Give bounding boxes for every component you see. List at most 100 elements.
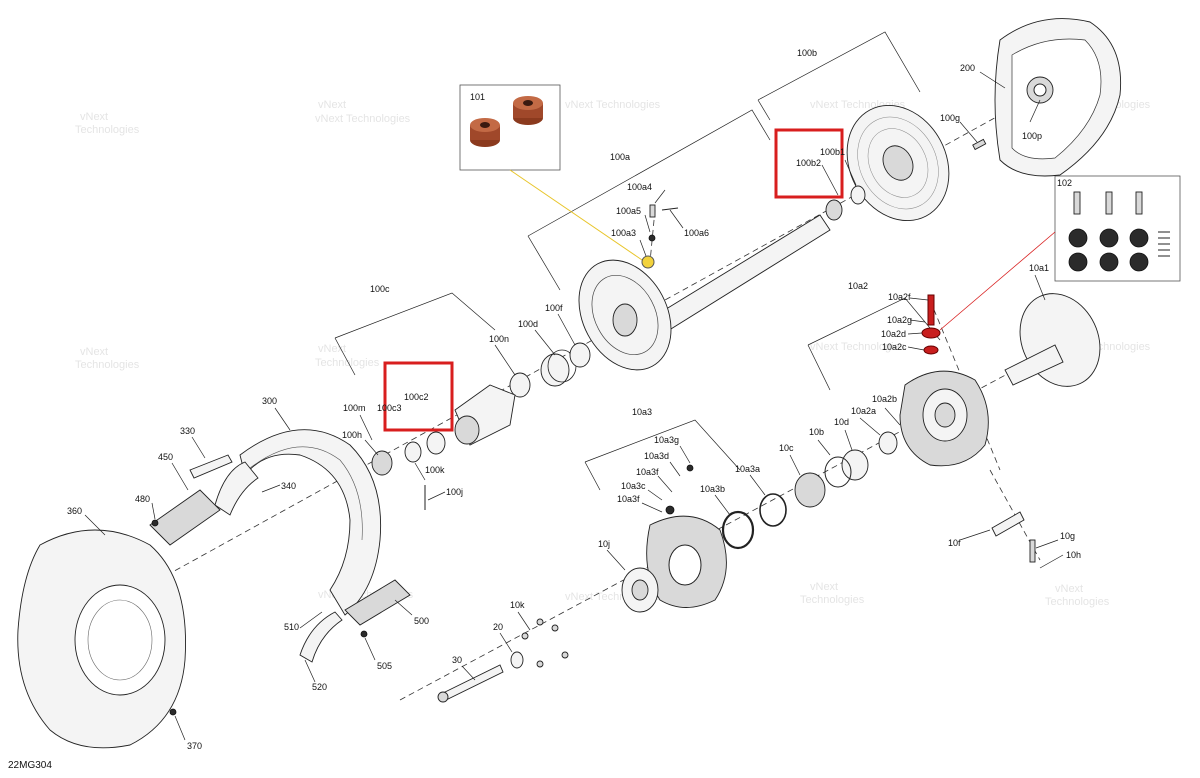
callout-510: 510 — [284, 622, 299, 632]
document-code: 22MG304 — [8, 760, 52, 771]
screw-10k — [561, 651, 569, 659]
leader — [789, 454, 801, 476]
part-10-springs — [721, 449, 869, 550]
callout-101: 101 — [470, 92, 485, 102]
callout-10a2c: 10a2c — [882, 342, 907, 352]
part-100g-pin — [972, 138, 987, 151]
callout-360: 360 — [67, 506, 82, 516]
spacer-bore — [523, 100, 533, 106]
bracket-10a2 — [807, 297, 941, 346]
callout-10a3: 10a3 — [632, 407, 652, 417]
callout-520: 520 — [312, 682, 327, 692]
part-450-bracket — [149, 454, 233, 546]
leader — [641, 502, 663, 513]
callout-10j: 10j — [598, 539, 610, 549]
leader — [909, 319, 926, 323]
bushing-100b2 — [825, 199, 843, 221]
flange-bore — [631, 579, 649, 601]
callout-100a5: 100a5 — [616, 206, 641, 216]
leader — [817, 439, 831, 456]
washer-100n — [509, 372, 531, 398]
leader — [171, 462, 189, 491]
callout-100f: 100f — [545, 303, 563, 313]
watermark: vNext — [80, 111, 108, 123]
inset-102-leader — [939, 231, 1056, 331]
screw-10a3g — [686, 464, 694, 472]
washer-10a2c — [923, 345, 939, 355]
leader — [174, 715, 186, 741]
watermark: vNext Technologies — [315, 113, 411, 125]
callout-100c3: 100c3 — [377, 403, 402, 413]
callout-10a3d: 10a3d — [644, 451, 669, 461]
highlight-box-100b2 — [774, 128, 844, 199]
roller-icon — [1129, 252, 1149, 272]
bracket-100c — [334, 337, 356, 376]
part-10f-fasteners — [991, 511, 1036, 563]
leader — [557, 313, 576, 346]
part-360-housing — [17, 529, 186, 749]
callout-10h: 10h — [1066, 550, 1081, 560]
pin-10g — [1029, 539, 1036, 563]
guard-flap — [214, 461, 259, 516]
leader — [1039, 554, 1064, 569]
leader — [304, 659, 316, 683]
leader — [657, 475, 673, 493]
bracket-10a3 — [584, 419, 741, 471]
callout-10a2g: 10a2g — [887, 315, 912, 325]
callout-200: 200 — [960, 63, 975, 73]
callout-10a2b: 10a2b — [872, 394, 897, 404]
sheave-face — [1019, 293, 1101, 387]
housing-opening-inner — [87, 599, 153, 681]
callout-370: 370 — [187, 741, 202, 751]
leader — [979, 71, 1006, 89]
watermark: vNext — [1055, 583, 1083, 595]
watermark: vNext Technologies — [565, 99, 661, 111]
callout-10a3c: 10a3c — [621, 481, 646, 491]
spring-100d — [540, 353, 570, 387]
leader — [394, 599, 413, 616]
bracket-10a2 — [807, 344, 831, 391]
group-brackets — [334, 31, 941, 491]
callout-505: 505 — [377, 661, 392, 671]
callout-100j: 100j — [446, 487, 463, 497]
callout-100a4: 100a4 — [627, 182, 652, 192]
bracket-100a — [527, 235, 561, 291]
bracket-100b — [757, 31, 921, 101]
bracket-100b — [757, 99, 771, 121]
spacer-bore — [480, 122, 490, 128]
callout-100b: 100b — [797, 48, 817, 58]
callout-10k: 10k — [510, 600, 525, 610]
screw-10k — [536, 618, 544, 626]
bushing-10a2d — [921, 327, 941, 339]
watermark: vNext — [318, 343, 346, 355]
cam-bore — [454, 415, 480, 445]
leader — [679, 445, 691, 464]
bracket-450 — [149, 489, 221, 546]
callout-10a3f: 10a3f — [636, 467, 659, 477]
callout-20: 20 — [493, 622, 503, 632]
leader — [517, 611, 531, 631]
part-10j-flange — [437, 567, 659, 703]
leader — [1035, 539, 1059, 549]
bracket-500 — [344, 579, 411, 626]
leader — [639, 239, 647, 257]
leader — [427, 491, 446, 501]
part-300-guard — [214, 429, 382, 616]
roller-10a3f — [665, 505, 675, 515]
callout-330: 330 — [180, 426, 195, 436]
callout-100b1: 100b1 — [820, 147, 845, 157]
watermark: vNext — [318, 99, 346, 111]
pin-icon — [1135, 191, 1143, 215]
leader — [907, 346, 925, 351]
highlight-box-100c2 — [383, 361, 454, 432]
screw-480 — [151, 519, 159, 527]
sheave-spokes — [591, 274, 659, 356]
part-100h — [371, 450, 393, 476]
bolt-10a2f — [927, 294, 935, 326]
callout-labels: 100b 100a 100a4 100a5 100a6 100a3 101 10… — [67, 48, 1081, 751]
leader — [821, 164, 839, 196]
callout-10a3a: 10a3a — [735, 464, 760, 474]
callout-10a3g: 10a3g — [654, 435, 679, 445]
sheave-hub — [882, 145, 914, 181]
